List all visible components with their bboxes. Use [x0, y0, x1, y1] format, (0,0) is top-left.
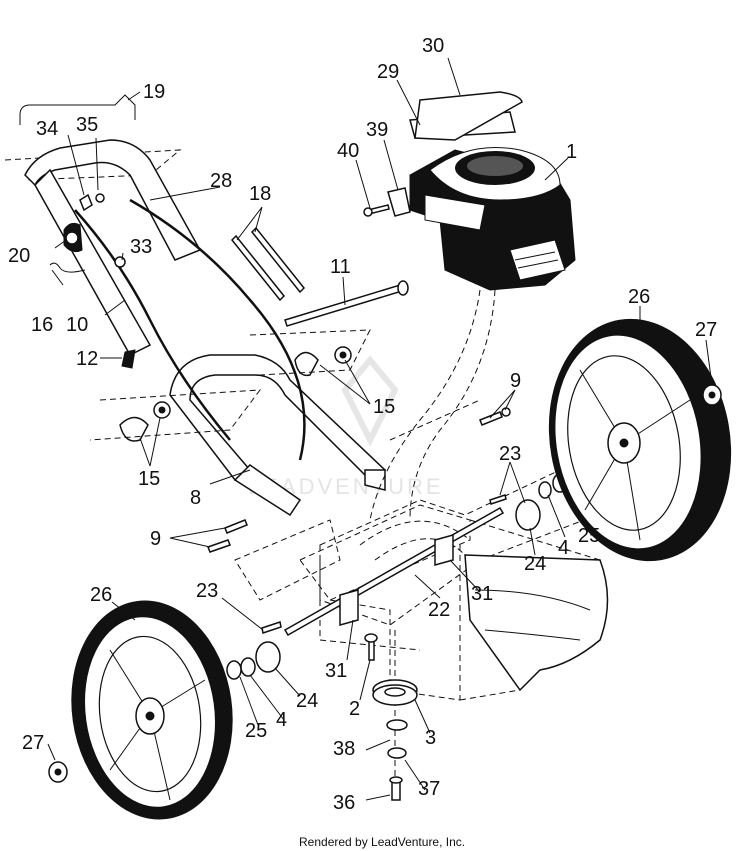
callout-35: 35 [76, 114, 98, 136]
pulley-stack [364, 630, 418, 801]
engine [409, 147, 576, 291]
callout-4-left: 4 [276, 709, 287, 731]
callout-30: 30 [422, 35, 444, 57]
control-lever [63, 222, 83, 253]
bolts [207, 407, 511, 634]
left-wheel-nut [48, 761, 68, 783]
handle-knobs [119, 346, 352, 442]
throttle-cable [74, 198, 306, 461]
lower-handle [169, 354, 387, 517]
callout-38: 38 [333, 738, 355, 760]
callout-1: 1 [566, 141, 577, 163]
handle-hardware [49, 193, 126, 273]
air-filter-parts [409, 91, 523, 141]
callout-19: 19 [143, 81, 165, 103]
callout-3: 3 [425, 727, 436, 749]
right-wheel [548, 318, 732, 562]
callout-26-left: 26 [90, 584, 112, 606]
rendered-by-footer: Rendered by LeadVenture, Inc. [299, 835, 465, 849]
callout-31-right: 31 [471, 583, 493, 605]
callout-40: 40 [337, 140, 359, 162]
callouts: 30 29 19 39 40 1 34 35 28 18 20 33 11 26… [8, 35, 717, 814]
callout-24-right: 24 [524, 553, 546, 575]
callout-27-left: 27 [22, 732, 44, 754]
guide-lines [89, 289, 496, 521]
rod [284, 280, 409, 327]
upper-handle [4, 94, 202, 356]
callout-28: 28 [210, 170, 232, 192]
callout-15-right: 15 [373, 396, 395, 418]
callout-26-right: 26 [628, 286, 650, 308]
callout-31-left: 31 [325, 660, 347, 682]
callout-22: 22 [428, 599, 450, 621]
callout-9-left: 9 [150, 528, 161, 550]
callout-37: 37 [418, 778, 440, 800]
callout-8: 8 [190, 487, 201, 509]
callout-25-right: 25 [578, 525, 600, 547]
trimmer-guard [464, 554, 609, 692]
callout-25-left: 25 [245, 720, 267, 742]
callout-36: 36 [333, 792, 355, 814]
callout-27-right: 27 [695, 319, 717, 341]
left-axle-spacers [226, 641, 281, 680]
engine-bracket [363, 187, 411, 217]
callout-12: 12 [76, 348, 98, 370]
shoulder-bolts [230, 226, 306, 302]
axle [283, 506, 505, 637]
callout-24-left: 24 [296, 690, 318, 712]
callout-4-right: 4 [558, 537, 569, 559]
callout-11: 11 [330, 256, 351, 278]
callout-29: 29 [377, 61, 399, 83]
callout-18: 18 [249, 183, 271, 205]
callout-33: 33 [130, 236, 152, 258]
callout-2: 2 [349, 698, 360, 720]
callout-34: 34 [36, 118, 58, 140]
left-wheel [71, 600, 233, 820]
callout-16: 16 [31, 314, 53, 336]
callout-23-left: 23 [196, 580, 218, 602]
callout-15-left: 15 [138, 468, 160, 490]
right-wheel-nut [702, 384, 722, 406]
callout-39: 39 [366, 119, 388, 141]
callout-20: 20 [8, 245, 30, 267]
callout-10: 10 [66, 314, 88, 336]
leader-lines [47, 57, 713, 801]
callout-23-right: 23 [499, 443, 521, 465]
callout-9-right: 9 [510, 370, 521, 392]
